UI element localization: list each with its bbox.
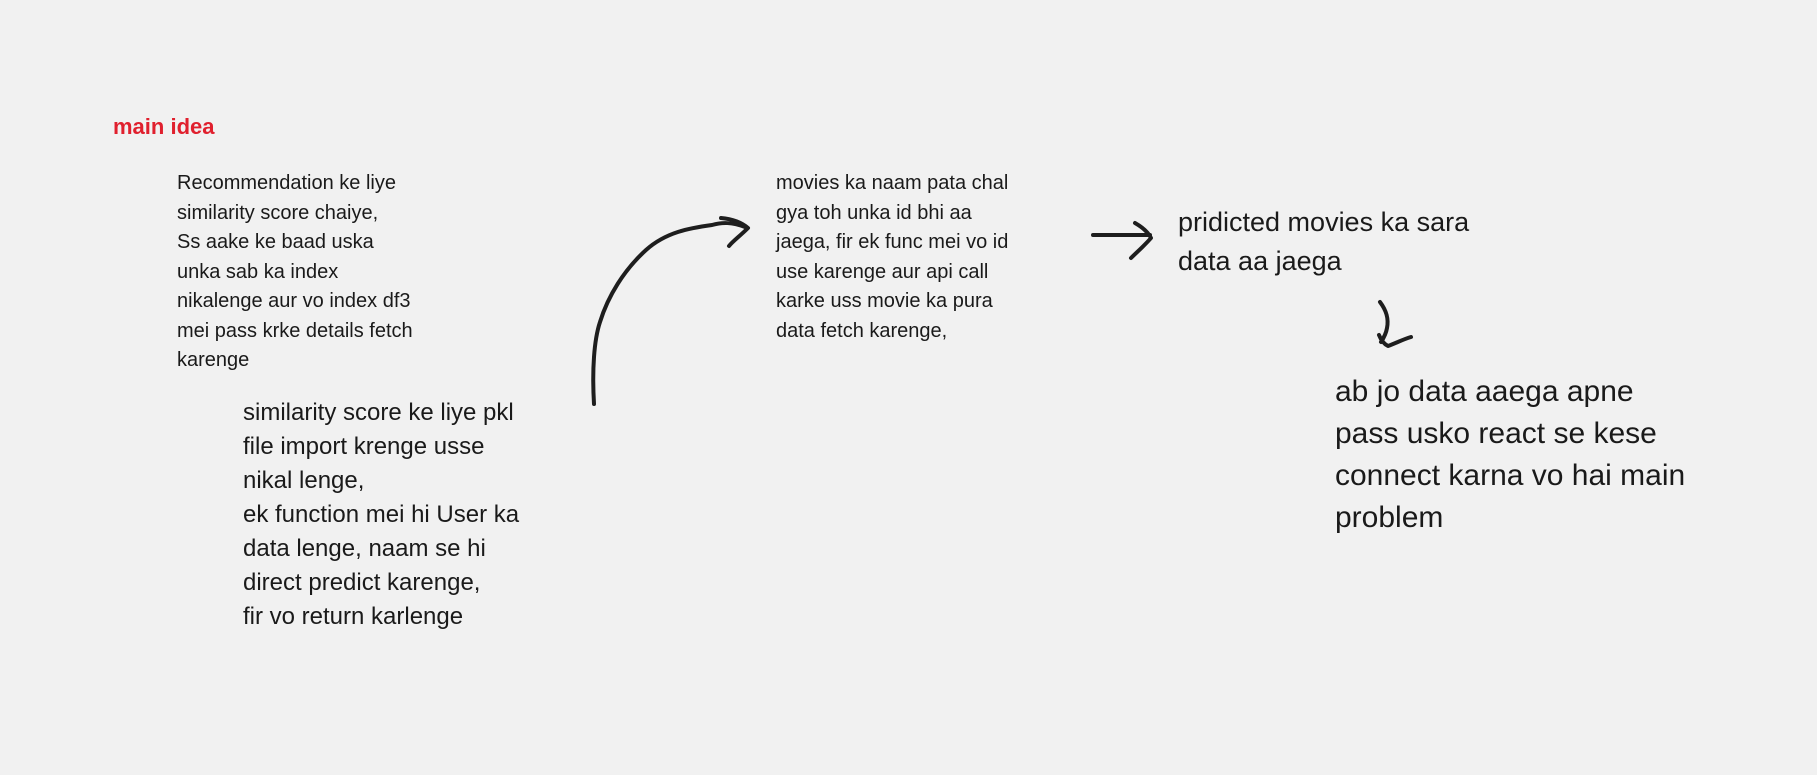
down-arrowhead <box>1377 333 1413 348</box>
note-line: data fetch karenge, <box>776 319 948 342</box>
note-line: mei pass krke details fetch <box>177 319 413 342</box>
note-line: ab jo data aaega apne <box>1335 375 1634 408</box>
note-line: Recommendation ke liye <box>177 172 396 194</box>
note-line: use karenge aur api call <box>776 260 989 283</box>
note-line: unka sab ka index <box>177 260 339 283</box>
note-line: pridicted movies ka sara <box>1178 207 1470 237</box>
note-line: fir vo return karlenge <box>243 603 464 630</box>
similarity-note: similarity score ke liye pkl file import… <box>243 396 519 634</box>
note-line: nikalenge aur vo index df3 <box>177 290 411 312</box>
note-line: connect karna vo hai main <box>1335 459 1686 492</box>
right-arrowhead <box>1129 221 1153 260</box>
predicted-note: pridicted movies ka sara data aa jaega <box>1178 203 1469 281</box>
note-line: data lenge, naam se hi <box>243 535 486 562</box>
note-line: ek function mei hi User ka <box>243 501 520 528</box>
recommendation-note: Recommendation ke liye similarity score … <box>177 169 413 376</box>
movies-note: movies ka naam pata chal gya toh unka id… <box>776 169 1008 346</box>
page-title: main idea <box>113 114 215 139</box>
note-line: jaega, fir ek func mei vo id <box>776 231 1009 253</box>
note-line: nikal lenge, <box>243 467 365 494</box>
note-line: karke uss movie ka pura <box>776 290 993 312</box>
note-line: data aa jaega <box>1178 246 1342 276</box>
problem-note: ab jo data aaega apne pass usko react se… <box>1335 371 1685 539</box>
note-line: gya toh unka id bhi aa <box>776 201 972 224</box>
curved-arrowhead <box>719 216 750 248</box>
note-line: problem <box>1335 501 1444 534</box>
note-line: movies ka naam pata chal <box>776 172 1009 194</box>
note-line: similarity score ke liye pkl <box>243 399 514 426</box>
note-line: file import krenge usse <box>243 433 485 460</box>
note-line: pass usko react se kese <box>1335 417 1657 450</box>
note-line: direct predict karenge, <box>243 569 481 596</box>
down-arrow <box>1378 300 1390 344</box>
curved-arrow <box>591 220 747 406</box>
note-line: karenge <box>177 349 250 371</box>
note-line: Ss aake ke baad uska <box>177 231 374 253</box>
note-line: similarity score chaiye, <box>177 201 379 224</box>
